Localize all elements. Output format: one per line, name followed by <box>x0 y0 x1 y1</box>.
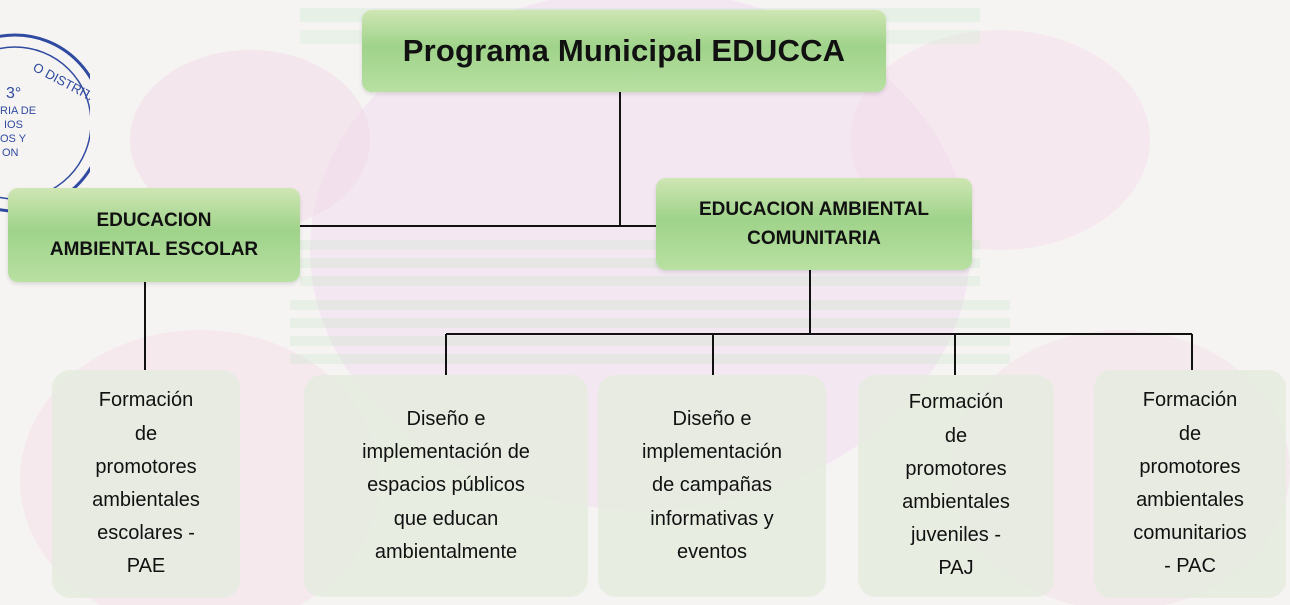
leaf-node: Diseño e implementación de espacios públ… <box>304 375 588 597</box>
official-stamp: O DISTRITAL 3° RIA DE IOS OS Y ON <box>0 33 90 213</box>
leaf-node: Formación de promotores ambientales esco… <box>52 370 240 598</box>
root-node: Programa Municipal EDUCCA <box>362 10 886 92</box>
leaf-node-label: Formación de promotores ambientales juve… <box>902 391 1010 580</box>
leaf-node: Diseño e implementación de campañas info… <box>598 375 826 597</box>
leaf-node-label: Diseño e implementación de espacios públ… <box>362 408 530 563</box>
leaf-node: Formación de promotores ambientales comu… <box>1094 370 1286 598</box>
stamp-line: IOS <box>4 119 23 131</box>
stamp-line: RIA DE <box>0 105 36 117</box>
branch-node-label: EDUCACION AMBIENTAL COMUNITARIA <box>698 198 930 249</box>
leaf-node-label: Formación de promotores ambientales esco… <box>92 389 200 578</box>
stamp-line: ON <box>2 147 19 159</box>
root-node-label: Programa Municipal EDUCCA <box>402 33 846 68</box>
branch-node-label: EDUCACION AMBIENTAL ESCOLAR <box>49 209 259 260</box>
branch-node-comunitaria: EDUCACION AMBIENTAL COMUNITARIA <box>656 178 972 270</box>
stamp-line: 3° <box>6 85 21 102</box>
leaf-node-label: Diseño e implementación de campañas info… <box>641 408 783 563</box>
leaf-node: Formación de promotores ambientales juve… <box>858 375 1054 597</box>
stamp-line: OS Y <box>0 133 27 145</box>
leaf-node-label: Formación de promotores ambientales comu… <box>1133 389 1247 578</box>
branch-node-escolar: EDUCACION AMBIENTAL ESCOLAR <box>8 188 300 282</box>
